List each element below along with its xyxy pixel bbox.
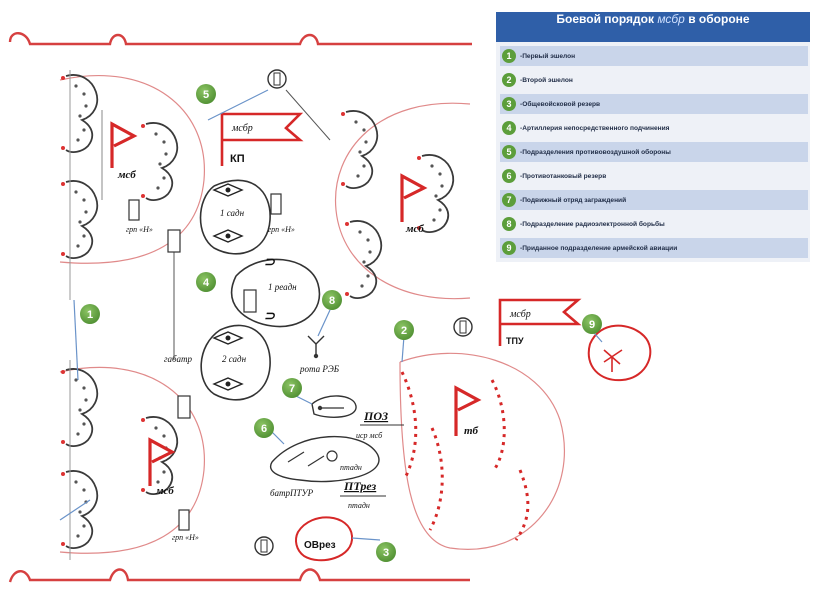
svg-text:2: 2 bbox=[401, 325, 407, 337]
legend-item: 3 -Общевойсковой резерв bbox=[500, 94, 808, 114]
svg-text:8: 8 bbox=[329, 295, 335, 307]
legend-item-label: -Общевойсковой резерв bbox=[520, 100, 601, 108]
legend-item-number: 2 bbox=[502, 73, 516, 87]
ptadn-label-1: птадн bbox=[340, 463, 362, 472]
svg-text:4: 4 bbox=[203, 277, 210, 289]
connector-lines bbox=[59, 299, 603, 541]
kp-label: КП bbox=[230, 153, 245, 165]
legend-item: 5 -Подразделения противовоздушной обороны bbox=[500, 142, 808, 162]
legend-item-number: 8 bbox=[502, 217, 516, 231]
svg-text:⊃: ⊃ bbox=[264, 254, 276, 269]
army-aviation-area bbox=[587, 324, 652, 382]
svg-text:3: 3 bbox=[383, 547, 389, 559]
msb-flag-upper-left bbox=[110, 121, 138, 168]
badge-7: 7 bbox=[282, 378, 302, 398]
msb-lower-left: мсб bbox=[59, 360, 205, 560]
legend-title: Боевой порядок мсбр в обороне bbox=[496, 12, 810, 42]
mobile-obstacle-detachment: ПОЗ иср мсб bbox=[311, 395, 404, 440]
air-defence-units bbox=[207, 69, 473, 556]
tb-second-echelon: тб bbox=[399, 352, 565, 550]
msb-flag-lower-left bbox=[148, 437, 176, 486]
legend-item-number: 6 bbox=[502, 169, 516, 183]
legend-item: 2 -Второй эшелон bbox=[500, 70, 808, 90]
kp-msbr-label: мсбр bbox=[231, 123, 253, 134]
grp-h-label-3: грп «Н» bbox=[172, 533, 199, 542]
badge-2: 2 bbox=[394, 320, 414, 340]
svg-text:9: 9 bbox=[589, 319, 595, 331]
badge-6: 6 bbox=[254, 418, 274, 438]
grp-h-groups: грп «Н» грп «Н» грп «Н» bbox=[126, 193, 295, 542]
legend-title-tail: в обороне bbox=[688, 12, 750, 26]
grp-h-label-1: грп «Н» bbox=[126, 225, 153, 234]
tpu-label: ТПУ bbox=[506, 336, 524, 346]
legend-item: 4 -Артиллерия непосредственного подчинени… bbox=[500, 118, 808, 138]
badge-8: 8 bbox=[322, 290, 342, 310]
legend-item-number: 1 bbox=[502, 49, 516, 63]
top-boundary-line bbox=[8, 32, 472, 46]
kp-command-post: мсбр КП bbox=[220, 112, 304, 166]
legend-item-label: -Подразделения противовоздушной обороны bbox=[520, 148, 671, 156]
legend-item: 8 -Подразделение радиоэлектронной борьбы bbox=[500, 214, 808, 234]
msb-right: мсб bbox=[334, 102, 471, 300]
badge-5: 5 bbox=[196, 84, 216, 104]
tpu-rear-command-post: мсбр ТПУ bbox=[498, 298, 582, 346]
legend-item-number: 9 bbox=[502, 241, 516, 255]
msb-flag-right bbox=[400, 173, 428, 222]
msb-upper-left: мсб bbox=[59, 70, 205, 300]
artillery-group: 1 садн ⊃ 1 реадн ⊃ 2 садн габатр bbox=[164, 179, 321, 419]
readn-label: 1 реадн bbox=[268, 282, 297, 292]
msb-label-right: мсб bbox=[405, 223, 424, 235]
legend-item-label: -Второй эшелон bbox=[520, 76, 573, 84]
gabatr-label: габатр bbox=[164, 354, 193, 364]
antitank-reserve: птадн батрПТУР ПТрез птадн bbox=[269, 435, 386, 510]
legend-item: 9 -Приданное подразделение армейской авиа… bbox=[500, 238, 808, 258]
ew-company: рота РЭБ bbox=[299, 335, 340, 374]
msb-label-lower-left: мсб bbox=[155, 485, 174, 497]
otrez-label: ОВрез bbox=[304, 540, 336, 551]
ptadn-label-2: птадн bbox=[348, 501, 370, 510]
legend-item-label: -Подвижный отряд заграждений bbox=[520, 196, 627, 204]
sadn1-label: 1 садн bbox=[220, 208, 245, 218]
badge-9: 9 bbox=[582, 314, 602, 334]
svg-text:⊃: ⊃ bbox=[264, 308, 276, 323]
poz-label: ПОЗ bbox=[363, 409, 388, 423]
legend-item: 1 -Первый эшелон bbox=[500, 46, 808, 66]
badge-3: 3 bbox=[376, 542, 396, 562]
batr-ptur-label: батрПТУР bbox=[270, 488, 314, 498]
legend-item: 7 -Подвижный отряд заграждений bbox=[500, 190, 808, 210]
legend-item-number: 3 bbox=[502, 97, 516, 111]
legend-title-unit: мсбр bbox=[657, 12, 685, 26]
isr-msb-label: иср мсб bbox=[356, 431, 383, 440]
legend-item-label: -Приданное подразделение армейской авиац… bbox=[520, 244, 678, 252]
combined-arms-reserve: ОВрез bbox=[295, 516, 354, 562]
grp-h-label-2: грп «Н» bbox=[268, 225, 295, 234]
legend-item-number: 7 bbox=[502, 193, 516, 207]
legend-item-label: -Противотанковый резерв bbox=[520, 172, 607, 180]
tb-flag bbox=[454, 385, 482, 436]
badge-1: 1 bbox=[80, 304, 100, 324]
svg-text:1: 1 bbox=[87, 309, 93, 321]
legend-panel: Боевой порядок мсбр в обороне 1 -Первый э… bbox=[496, 12, 810, 262]
legend-title-main: Боевой порядок bbox=[556, 12, 654, 26]
svg-text:7: 7 bbox=[289, 383, 295, 395]
legend-item-number: 5 bbox=[502, 145, 516, 159]
legend-item: 6 -Противотанковый резерв bbox=[500, 166, 808, 186]
legend-item-label: -Первый эшелон bbox=[520, 52, 576, 60]
legend-item-label: -Артиллерия непосредственного подчинения bbox=[520, 124, 670, 132]
sadn2-label: 2 садн bbox=[222, 354, 247, 364]
tpu-msbr-label: мсбр bbox=[509, 309, 531, 320]
svg-text:5: 5 bbox=[203, 89, 209, 101]
msb-label-upper-left: мсб bbox=[117, 169, 136, 181]
ptrez-label: ПТрез bbox=[343, 479, 377, 493]
legend-item-label: -Подразделение радиоэлектронной борьбы bbox=[520, 220, 665, 228]
rota-reb-label: рота РЭБ bbox=[299, 364, 340, 374]
tb-label: тб bbox=[464, 425, 479, 437]
bottom-boundary-line bbox=[8, 568, 470, 583]
badge-4: 4 bbox=[196, 272, 216, 292]
svg-text:6: 6 bbox=[261, 423, 267, 435]
legend-item-number: 4 bbox=[502, 121, 516, 135]
